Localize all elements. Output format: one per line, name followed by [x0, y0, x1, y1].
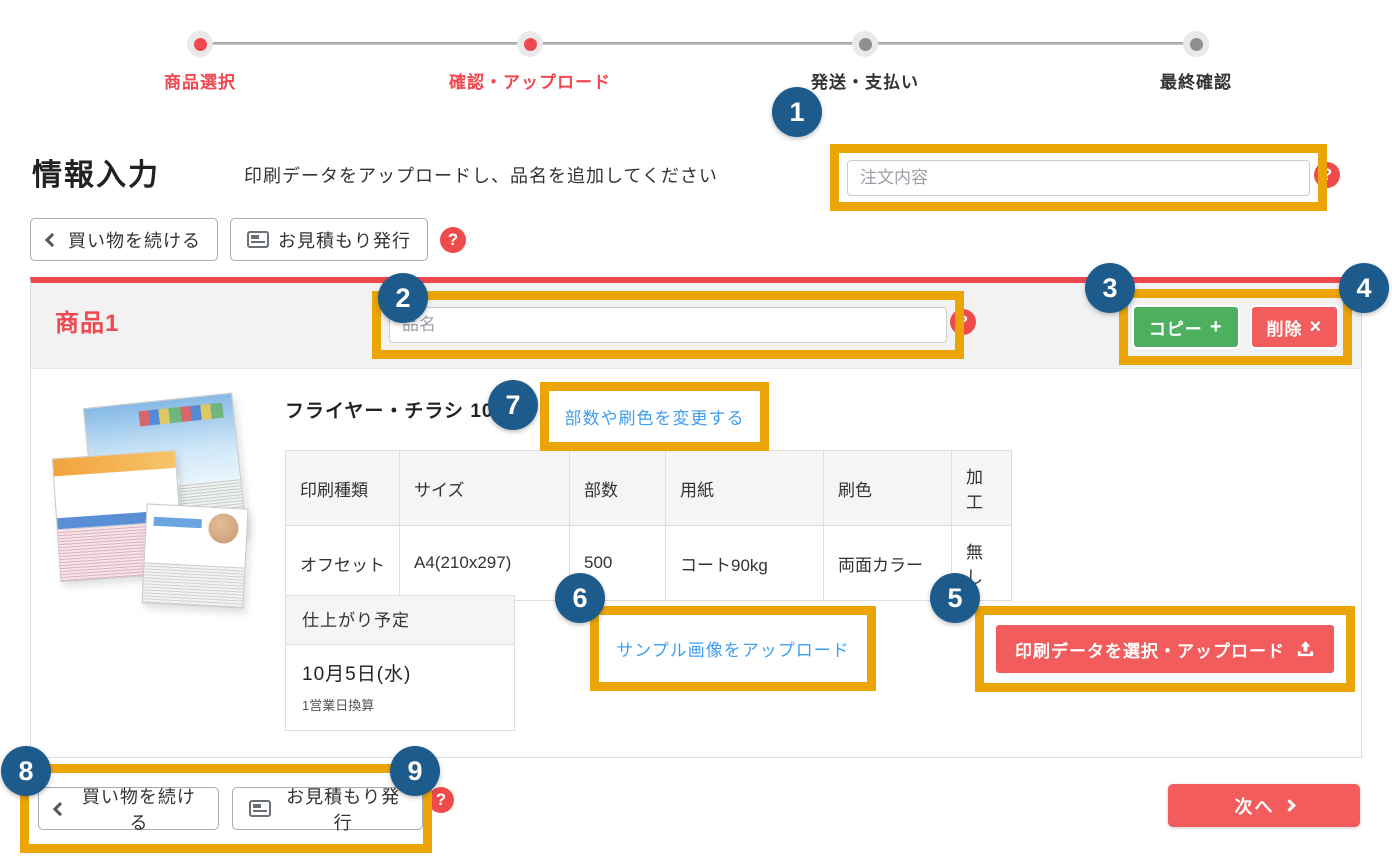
- step-label: 最終確認: [1160, 73, 1232, 92]
- annotation-badge-9: 9: [390, 746, 440, 796]
- instruction-text: 印刷データをアップロードし、品名を追加してください: [244, 166, 718, 186]
- print-data-upload-button[interactable]: 印刷データを選択・アップロード: [994, 623, 1336, 675]
- chevron-left-icon: [44, 232, 60, 247]
- highlight-box-sample-link: サンプル画像をアップロード: [590, 606, 876, 691]
- finish-date-value: 10月5日(水): [302, 664, 412, 685]
- spec-cell: A4(210x297): [399, 525, 570, 601]
- estimate-button-bottom[interactable]: お見積もり発行: [232, 787, 423, 833]
- spec-cell: 両面カラー: [823, 525, 952, 601]
- highlight-box-copy-delete: コピー + 削除 ×: [1119, 289, 1352, 365]
- continue-shopping-label: 買い物を続ける: [68, 230, 201, 251]
- spec-table-header-row: 印刷種類 サイズ 部数 用紙 刷色 加工: [285, 450, 1012, 526]
- page-title: 情報入力: [32, 159, 160, 192]
- estimate-label: お見積もり発行: [278, 230, 411, 251]
- help-icon[interactable]: ?: [440, 226, 466, 253]
- cross-icon: ×: [1309, 316, 1323, 338]
- step-dot: [852, 31, 878, 57]
- step-dot: [187, 31, 213, 57]
- step-dot: [1183, 31, 1209, 57]
- spec-header: 用紙: [665, 450, 824, 526]
- annotation-badge-7: 7: [488, 380, 538, 430]
- estimate-icon: [247, 231, 269, 248]
- spec-header: 刷色: [823, 450, 952, 526]
- delete-label: 削除: [1266, 319, 1303, 339]
- estimate-label: お見積もり発行: [286, 786, 401, 833]
- annotation-badge-4: 4: [1339, 263, 1389, 313]
- stepper-line: [200, 42, 1196, 45]
- delete-button[interactable]: 削除 ×: [1249, 305, 1340, 349]
- spec-cell: コート90kg: [665, 525, 824, 601]
- finish-date-box: 仕上がり予定 10月5日(水) 1営業日換算: [285, 595, 515, 731]
- copy-button[interactable]: コピー +: [1131, 305, 1240, 349]
- copy-label: コピー: [1148, 319, 1203, 339]
- spec-header: 部数: [569, 450, 666, 526]
- estimate-icon: [249, 800, 272, 817]
- chevron-right-icon: [1282, 799, 1296, 812]
- estimate-button[interactable]: お見積もり発行: [230, 218, 428, 261]
- highlight-box-name-input: [372, 291, 964, 359]
- upload-button-label: 印刷データを選択・アップロード: [1015, 641, 1285, 661]
- annotation-badge-5: 5: [930, 573, 980, 623]
- annotation-badge-8: 8: [1, 746, 51, 796]
- annotation-badge-3: 3: [1085, 263, 1135, 313]
- product-section-title: 商品1: [55, 310, 120, 337]
- spec-table-data-row: オフセット A4(210x297) 500 コート90kg 両面カラー 無し: [285, 525, 1012, 601]
- plus-icon: +: [1209, 316, 1223, 338]
- step-product-select: 商品選択: [100, 31, 300, 93]
- help-icon[interactable]: ?: [428, 787, 454, 813]
- annotation-badge-6: 6: [555, 573, 605, 623]
- finish-date-note: 1営業日換算: [302, 698, 375, 713]
- step-dot: [517, 31, 543, 57]
- highlight-box-upload-button: 印刷データを選択・アップロード: [975, 606, 1355, 692]
- product-photo: [51, 388, 264, 609]
- continue-shopping-button-bottom[interactable]: 買い物を続ける: [38, 787, 220, 833]
- next-label: 次へ: [1234, 796, 1275, 817]
- step-label: 発送・支払い: [811, 73, 919, 92]
- annotation-badge-1: 1: [772, 87, 822, 137]
- step-label: 商品選択: [164, 73, 236, 92]
- upload-icon: [1297, 640, 1314, 656]
- sample-upload-link[interactable]: サンプル画像をアップロード: [616, 641, 850, 660]
- spec-table: 印刷種類 サイズ 部数 用紙 刷色 加工 オフセット A4(210x297) 5…: [285, 450, 1012, 601]
- next-button[interactable]: 次へ: [1168, 784, 1360, 827]
- change-quantity-color-link[interactable]: 部数や刷色を変更する: [564, 409, 745, 428]
- step-final-confirm: 最終確認: [1096, 31, 1296, 93]
- product-title: フライヤー・チラシ 100枚: [285, 401, 526, 422]
- finish-date-title: 仕上がり予定: [286, 596, 514, 645]
- highlight-box-bottom-toolbar: 買い物を続ける お見積もり発行: [20, 764, 432, 853]
- spec-header: サイズ: [399, 450, 570, 526]
- highlight-box-change-link: 部数や刷色を変更する: [540, 382, 769, 451]
- step-shipping-payment: 発送・支払い: [765, 31, 965, 93]
- toolbar-top: 買い物を続ける お見積もり発行 ?: [30, 218, 466, 261]
- spec-header: 印刷種類: [285, 450, 400, 526]
- spec-header: 加工: [951, 450, 1012, 526]
- spec-cell: オフセット: [285, 525, 400, 601]
- flyer-stack-front: [141, 503, 249, 609]
- continue-shopping-label: 買い物を続ける: [81, 786, 196, 833]
- step-confirm-upload: 確認・アップロード: [430, 31, 630, 93]
- product-name-input[interactable]: [389, 307, 947, 343]
- continue-shopping-button[interactable]: 買い物を続ける: [30, 218, 218, 261]
- step-label: 確認・アップロード: [449, 73, 611, 92]
- annotation-badge-2: 2: [378, 273, 428, 323]
- order-content-input[interactable]: [847, 159, 1310, 196]
- chevron-left-icon: [52, 801, 67, 816]
- highlight-box-order-input: [830, 144, 1327, 211]
